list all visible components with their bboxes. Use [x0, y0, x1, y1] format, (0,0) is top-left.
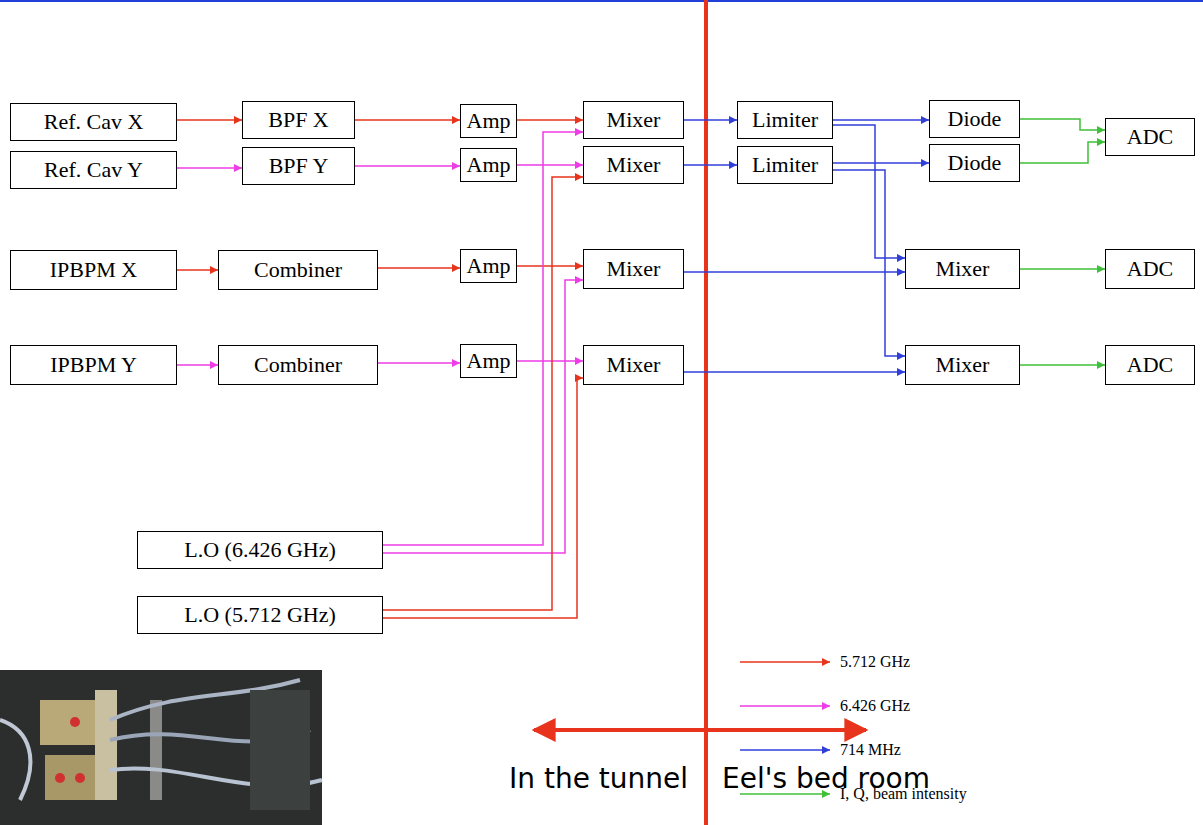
box-label: Mixer [607, 353, 661, 377]
signal-arrow [383, 177, 583, 610]
box-label: Diode [948, 107, 1002, 131]
process-box: Mixer [583, 146, 684, 184]
signal-arrow [684, 371, 905, 373]
process-box: Combiner [218, 345, 378, 385]
process-box: Mixer [583, 249, 684, 289]
signal-arrow [383, 378, 583, 618]
box-label: ADC [1127, 257, 1173, 281]
process-box: BPF Y [242, 147, 355, 185]
box-label: ADC [1127, 125, 1173, 149]
signal-arrow [383, 132, 583, 545]
process-box: Amp [460, 148, 517, 182]
signal-arrow [1020, 119, 1105, 130]
process-box: L.O (6.426 GHz) [137, 531, 383, 569]
box-label: BPF Y [269, 154, 329, 178]
signal-arrow [517, 119, 583, 121]
process-box: Limiter [737, 146, 833, 184]
process-box: ADC [1105, 118, 1195, 156]
legend-line [740, 661, 830, 663]
process-box: BPF X [242, 101, 355, 139]
signal-arrow [833, 125, 905, 258]
box-label: Mixer [607, 153, 661, 177]
box-label: ADC [1127, 353, 1173, 377]
box-label: Amp [467, 153, 511, 177]
box-label: IPBPM X [50, 258, 137, 282]
signal-arrow [1020, 142, 1105, 163]
process-box: Mixer [583, 345, 684, 385]
signal-arrow [378, 362, 460, 364]
box-label: Ref. Cav X [44, 110, 144, 134]
process-box: Amp [460, 249, 517, 283]
process-box: Mixer [583, 101, 684, 139]
hardware-photo [0, 670, 322, 825]
tunnel-boundary [704, 0, 708, 825]
box-label: L.O (5.712 GHz) [184, 603, 336, 627]
signal-arrow [1020, 364, 1105, 366]
box-label: IPBPM Y [50, 353, 137, 377]
signal-arrow [684, 271, 905, 273]
box-label: Amp [467, 254, 511, 278]
process-box: Amp [460, 344, 517, 378]
signal-arrow [833, 170, 905, 356]
legend-text: 714 MHz [840, 740, 901, 760]
signal-arrow [177, 269, 218, 271]
box-label: Limiter [752, 108, 818, 132]
box-label: Ref. Cav Y [44, 158, 143, 182]
signal-arrow [355, 165, 460, 167]
process-box: Limiter [737, 101, 833, 139]
legend-text: 5.712 GHz [840, 652, 910, 672]
box-label: Mixer [607, 257, 661, 281]
process-box: Diode [929, 100, 1020, 138]
signal-arrow [517, 360, 583, 362]
box-label: Diode [948, 151, 1002, 175]
signal-arrow [378, 267, 460, 269]
region-arrow [534, 728, 866, 732]
box-label: L.O (6.426 GHz) [184, 538, 336, 562]
signal-arrow [383, 280, 583, 553]
legend-text: I, Q, beam intensity [840, 784, 967, 804]
process-box: ADC [1105, 345, 1195, 385]
process-box: IPBPM X [10, 250, 177, 290]
process-box: Ref. Cav Y [10, 151, 177, 189]
signal-arrow [355, 119, 460, 121]
signal-arrow [517, 164, 583, 166]
signal-arrow [1020, 268, 1105, 270]
legend-line [740, 705, 830, 707]
process-box: L.O (5.712 GHz) [137, 596, 383, 634]
signal-arrow [833, 162, 929, 164]
signal-arrow [177, 119, 242, 121]
signal-arrow [517, 265, 583, 267]
process-box: Diode [929, 144, 1020, 182]
process-box: Ref. Cav X [10, 103, 177, 141]
process-box: Mixer [905, 249, 1020, 289]
box-label: BPF X [268, 108, 329, 132]
process-box: ADC [1105, 249, 1195, 289]
box-label: Limiter [752, 153, 818, 177]
signal-arrow [177, 364, 218, 366]
top-rule [0, 0, 1203, 2]
box-label: Mixer [936, 257, 990, 281]
legend-text: 6.426 GHz [840, 696, 910, 716]
signal-arrow [684, 164, 737, 166]
box-label: Mixer [607, 108, 661, 132]
region-label: In the tunnel [380, 762, 688, 795]
connectors [177, 119, 1105, 618]
signal-arrow [833, 119, 929, 121]
signal-arrow [684, 119, 737, 121]
legend-line [740, 749, 830, 751]
process-box: Amp [460, 104, 517, 138]
box-label: Amp [467, 109, 511, 133]
box-label: Amp [467, 349, 511, 373]
process-box: IPBPM Y [10, 345, 177, 385]
box-label: Combiner [254, 258, 342, 282]
box-label: Mixer [936, 353, 990, 377]
box-label: Combiner [254, 353, 342, 377]
signal-arrow [177, 167, 242, 169]
process-box: Combiner [218, 250, 378, 290]
process-box: Mixer [905, 345, 1020, 385]
